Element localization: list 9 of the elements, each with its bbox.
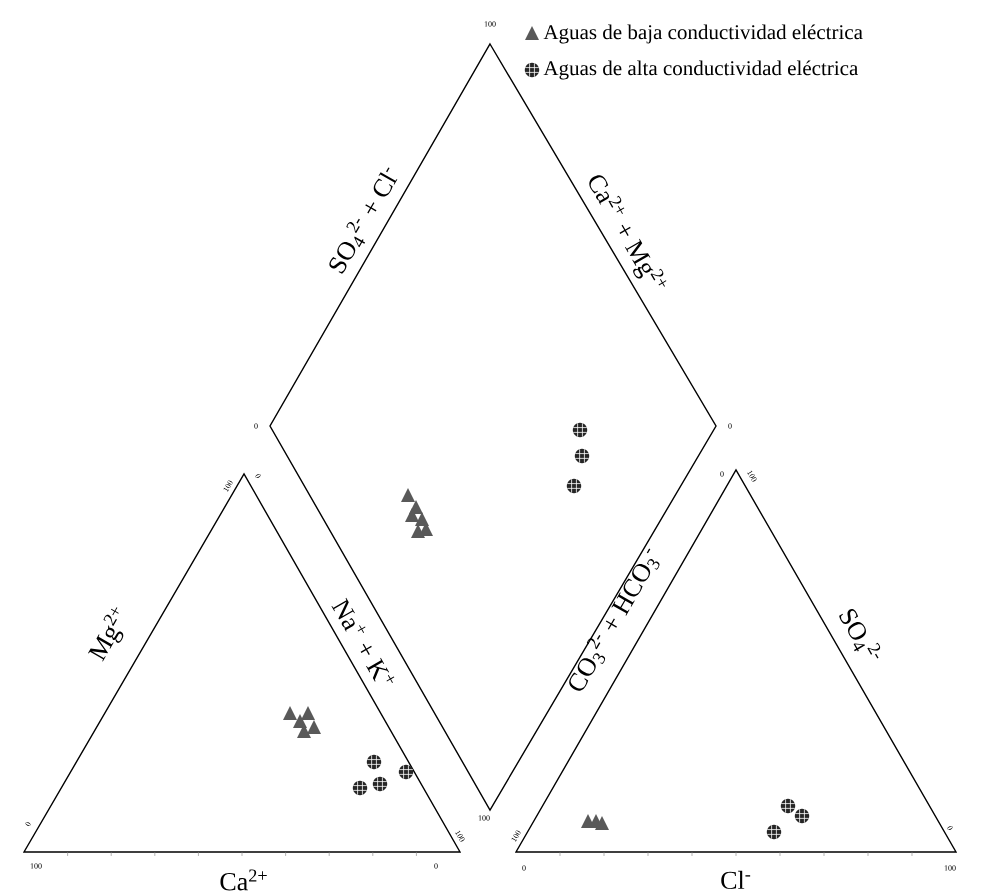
axis-label: SO$_{4}$2- <box>839 609 881 659</box>
axis-label: Ca$^{2+}$ + Mg$^{2+}$ <box>589 175 667 287</box>
axis-label: Ca$^{2+}$ <box>220 869 267 891</box>
axis-label: Na$^{+}$ + K$^{+}$ <box>331 597 395 683</box>
legend-label: Aguas de alta conductividad eléctrica <box>543 60 859 80</box>
legend-label: Aguas de baja conductividad eléctrica <box>543 24 863 44</box>
axis-label: Mg$^{2+}$ <box>88 607 124 662</box>
axis-label: SO$_{4}$$^{2-}$ + Cl$^{-}$ <box>329 167 398 274</box>
axis-label: Cl$^{-}$ <box>721 870 751 890</box>
